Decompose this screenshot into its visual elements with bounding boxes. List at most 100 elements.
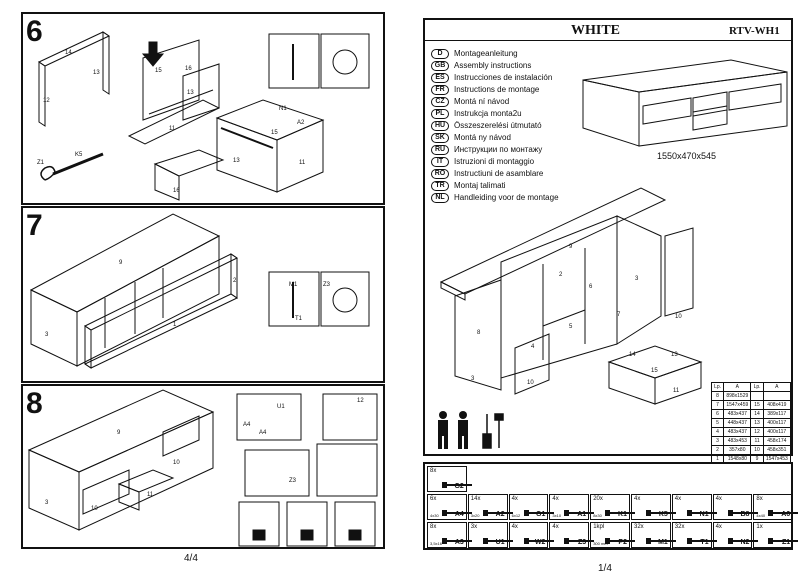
step-8-part-label: 9 <box>117 430 121 436</box>
exploded-part-label: 8 <box>477 330 481 336</box>
hardware-quantity: 4x <box>634 496 641 502</box>
step-8-part-label: A4 <box>243 422 251 428</box>
parts-table-cell: 13 <box>750 418 764 428</box>
language-instruction-text: Montaj talimati <box>454 181 506 190</box>
language-code-badge: IT <box>431 156 449 167</box>
hardware-quantity: 4x <box>552 496 559 502</box>
drawer-illustration: 14 13 15 11 <box>607 345 703 405</box>
exploded-part-label: 4 <box>531 344 535 350</box>
parts-table-cell: 7 <box>710 400 725 410</box>
hardware-quantity: 3x <box>470 524 478 530</box>
parts-table-cell: 8 <box>710 391 725 401</box>
step-6-part-label: 11 <box>299 160 306 166</box>
language-row: GB Assembly instructions <box>431 60 531 71</box>
step-6-part-label: 12 <box>43 98 50 104</box>
language-instruction-text: Instructions de montage <box>454 85 540 94</box>
step-7-illustration: 9 2 3 1 M1 Z3 T1 <box>29 213 370 369</box>
hardware-quantity: 1x <box>756 524 763 530</box>
step-6-panel: 6 <box>21 12 385 205</box>
exploded-part-label: 7 <box>617 312 621 318</box>
parts-table-cell: 483x437 <box>723 409 752 419</box>
tools-icon <box>482 413 504 449</box>
step-6-illustration: 14 13 12 K5 Z1 15 16 13 11 15 13 11 16 N… <box>37 31 370 201</box>
hardware-code: P2 <box>618 539 627 546</box>
two-person-assembly-icon <box>438 411 468 449</box>
language-instruction-text: Instructiuni de asamblare <box>454 169 544 178</box>
parts-table-cell: 458x174 <box>762 436 792 446</box>
hardware-code: K5 <box>658 511 668 518</box>
exploded-part-label: 9 <box>569 244 573 250</box>
hardware-quantity: 4x <box>715 496 722 502</box>
hardware-size: 4x40 <box>756 513 766 518</box>
hardware-code: N1 <box>699 511 709 518</box>
parts-table-header-cell: A <box>762 382 792 392</box>
language-instruction-text: Montá ní návod <box>454 97 510 106</box>
language-instruction-text: Assembly instructions <box>454 61 532 70</box>
hardware-code: Z1 <box>782 539 791 546</box>
hardware-quantity: 20x <box>593 496 603 502</box>
step-6-part-label: 13 <box>187 90 194 96</box>
step-8-number: 8 <box>26 387 43 420</box>
exploded-part-label: 6 <box>589 284 593 290</box>
language-code-badge: GB <box>431 60 449 71</box>
parts-table-cell: 483x437 <box>723 427 752 437</box>
parts-table-cell: 3 <box>710 436 725 446</box>
step-6-part-label: N1 <box>279 106 287 112</box>
parts-table-cell: 1547x459 <box>723 400 752 410</box>
step-6-part-label: 13 <box>233 158 240 164</box>
language-code-badge: FR <box>431 84 449 95</box>
step-8-part-label: 10 <box>173 460 180 466</box>
parts-table-cell: 389x117 <box>762 409 792 419</box>
step-7-part-label: 9 <box>119 260 123 266</box>
language-code-badge: D <box>431 48 449 59</box>
hardware-quantity: 8x <box>756 496 763 502</box>
language-instruction-text: Montageanleitung <box>454 49 518 58</box>
step-8-part-label: 10 <box>91 506 98 512</box>
product-model: RTV-WH1 <box>729 25 780 37</box>
language-row: FR Instructions de montage <box>431 84 539 95</box>
language-code-badge: ES <box>431 72 449 83</box>
language-instruction-text: Istruzioni di montaggio <box>454 157 535 166</box>
hardware-size: 4x30 <box>430 513 439 518</box>
step-6-number: 6 <box>26 15 43 48</box>
hardware-code: T1 <box>700 539 709 546</box>
step-6-part-label: A2 <box>297 120 305 126</box>
exploded-part-label: 3 <box>635 276 639 282</box>
language-code-badge: HU <box>431 120 449 131</box>
hardware-code: G2 <box>454 483 464 490</box>
hardware-quantity: 4x <box>715 524 722 530</box>
language-row: TR Montaj talimati <box>431 180 506 191</box>
left-page: 6 <box>21 12 385 564</box>
hardware-size: 8x30 <box>593 513 602 518</box>
language-instruction-text: Instrukcja monta2u <box>454 109 522 118</box>
language-row: IT Istruzioni di montaggio <box>431 156 534 167</box>
hardware-quantity: 1kpl <box>593 524 605 530</box>
step-7-part-label: Z3 <box>323 282 331 288</box>
exploded-part-label: 10 <box>527 380 534 386</box>
hardware-code: Z3 <box>578 539 587 546</box>
parts-table-header-cell: A <box>723 382 752 392</box>
parts-table-cell: 2 <box>710 445 725 455</box>
parts-table-cell: 15 <box>750 400 764 410</box>
parts-table-header-cell: Lp. <box>750 382 764 392</box>
language-code-badge: TR <box>431 180 449 191</box>
step-8-part-label: U1 <box>277 404 285 410</box>
parts-table-cell: 400x117 <box>762 427 792 437</box>
